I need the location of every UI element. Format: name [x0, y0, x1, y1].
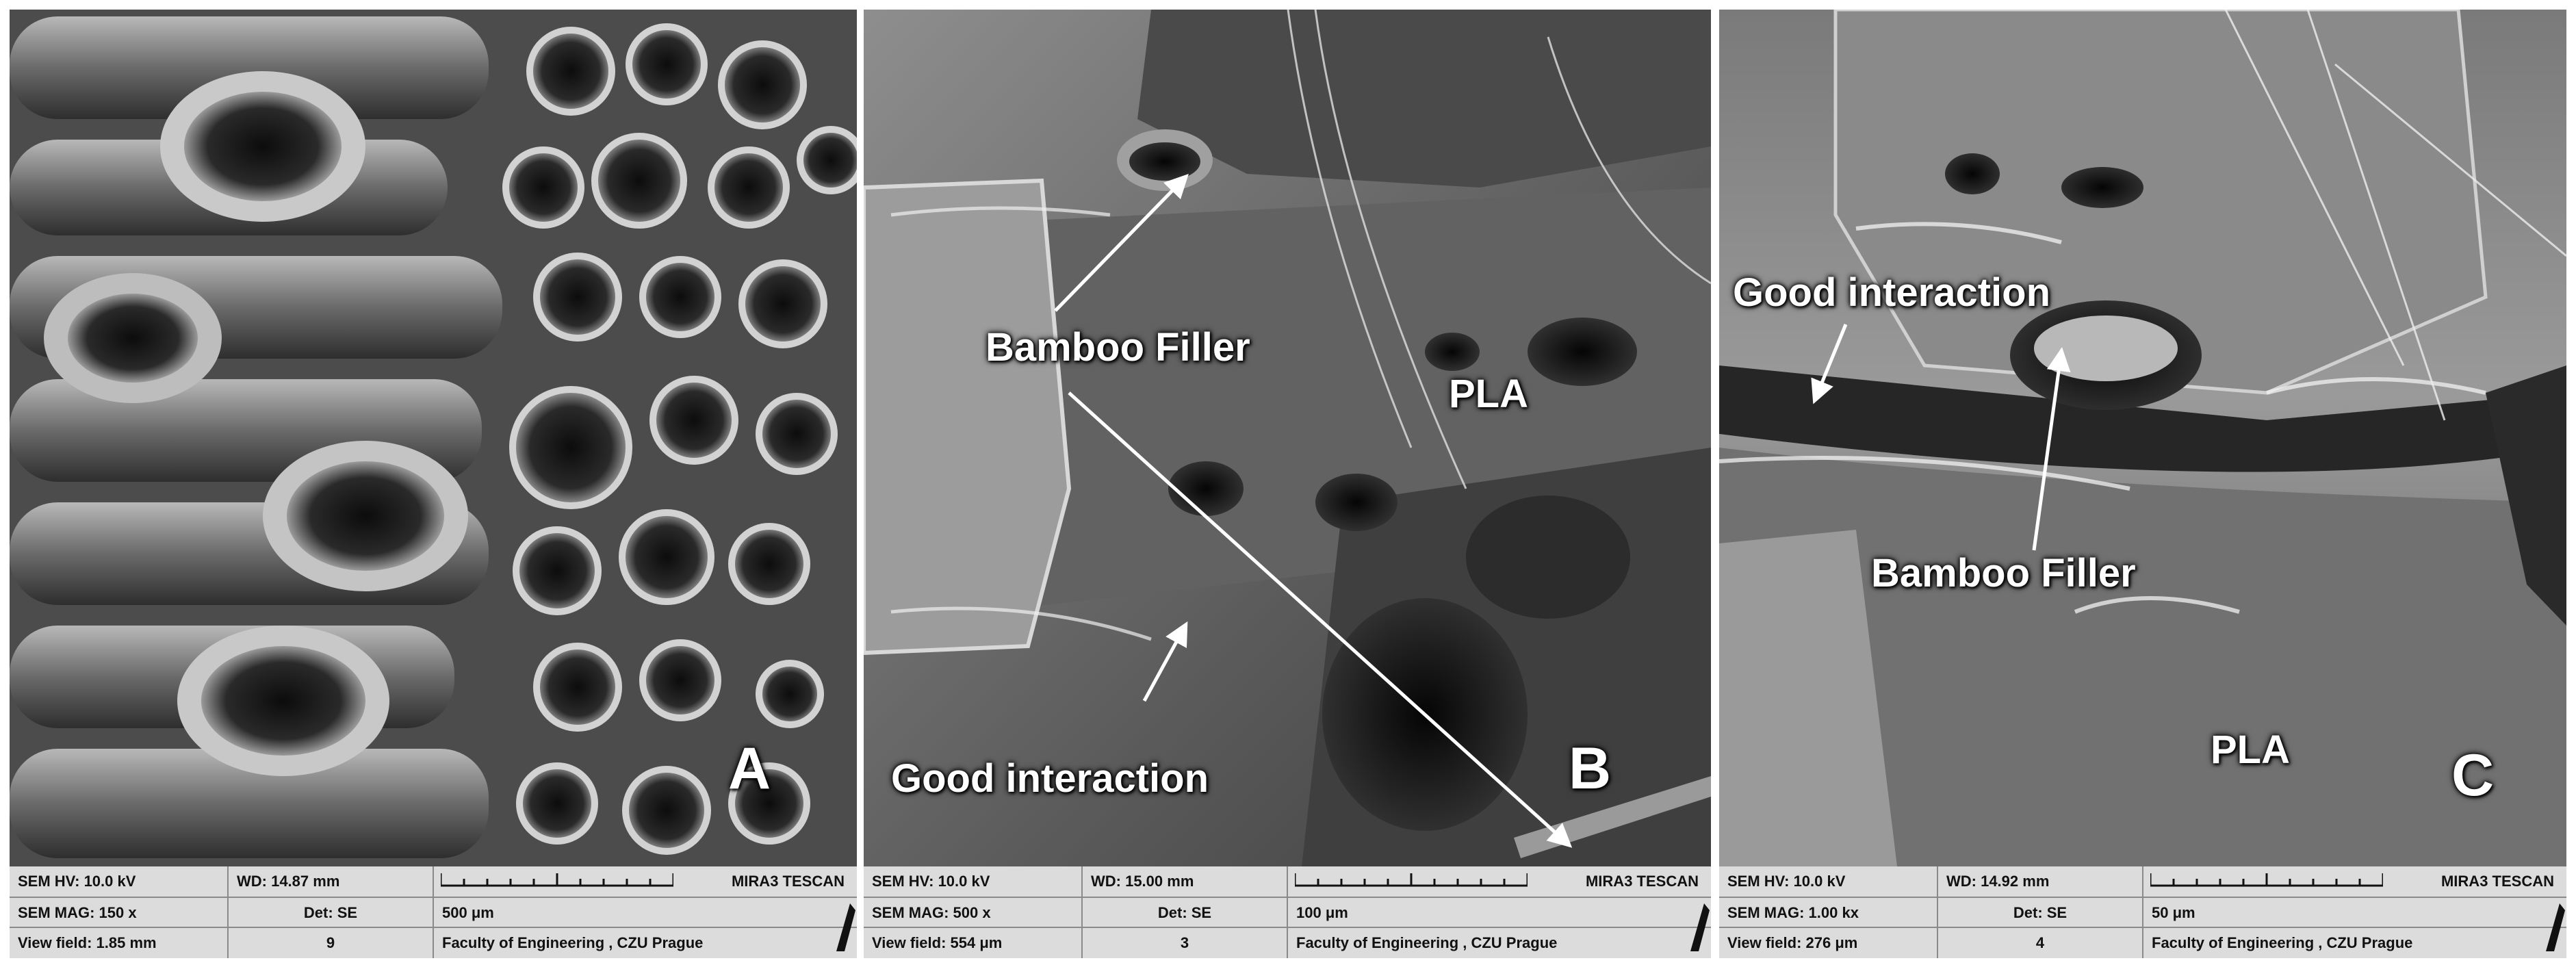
- faculty-credit: Faculty of Engineering , CZU Prague: [2152, 934, 2413, 951]
- wd-value: WD: 14.87 mm: [229, 866, 434, 897]
- image-number: 4: [1938, 928, 2143, 958]
- sem-info-bar-a: SEM HV: 10.0 kV WD: 14.87 mm MIRA3 TESCA…: [10, 866, 857, 958]
- tescan-logo-icon: [2546, 903, 2565, 951]
- panel-letter-b: B: [1569, 736, 1612, 801]
- faculty-credit: Faculty of Engineering , CZU Prague: [1296, 934, 1558, 951]
- view-field-value: View field: 1.85 mm: [10, 928, 229, 958]
- sem-info-bar-b: SEM HV: 10.0 kV WD: 15.00 mm MIRA3 TESCA…: [864, 866, 1711, 958]
- hv-value: SEM HV: 10.0 kV: [864, 866, 1083, 897]
- scale-bar: [441, 873, 673, 887]
- label-bamboo-filler-b: Bamboo Filler: [986, 325, 1250, 370]
- sem-image-b: [864, 10, 1711, 866]
- scale-bar: [1295, 873, 1528, 887]
- image-number: 9: [229, 928, 434, 958]
- wd-value: WD: 15.00 mm: [1083, 866, 1288, 897]
- hv-value: SEM HV: 10.0 kV: [10, 866, 229, 897]
- scale-bar: [2150, 873, 2383, 887]
- label-good-interaction-b: Good interaction: [891, 756, 1209, 801]
- sem-panel-a: A SEM HV: 10.0 kV WD: 14.87 mm MIRA3 TES…: [10, 10, 857, 958]
- mag-value: SEM MAG: 500 x: [864, 898, 1083, 928]
- view-field-value: View field: 554 μm: [864, 928, 1083, 958]
- mag-value: SEM MAG: 1.00 kx: [1719, 898, 1938, 928]
- detector-value: Det: SE: [1938, 898, 2143, 928]
- sem-image-a: [10, 10, 857, 866]
- image-number: 3: [1083, 928, 1288, 958]
- label-good-interaction-c: Good interaction: [1733, 270, 2050, 315]
- detector-value: Det: SE: [1083, 898, 1288, 928]
- label-pla-b: PLA: [1449, 372, 1528, 416]
- instrument-brand: MIRA3 TESCAN: [731, 873, 845, 890]
- tescan-logo-icon: [1690, 903, 1710, 951]
- instrument-brand: MIRA3 TESCAN: [1585, 873, 1699, 890]
- sem-panel-c: Good interaction Bamboo Filler PLA C SEM…: [1719, 10, 2566, 958]
- sem-panel-b: Bamboo Filler PLA Good interaction B SEM…: [864, 10, 1711, 958]
- sem-image-c: [1719, 10, 2566, 866]
- view-field-value: View field: 276 μm: [1719, 928, 1938, 958]
- label-bamboo-filler-c: Bamboo Filler: [1871, 551, 2136, 595]
- faculty-credit: Faculty of Engineering , CZU Prague: [442, 934, 704, 951]
- panel-letter-c: C: [2451, 743, 2495, 808]
- sem-info-bar-c: SEM HV: 10.0 kV WD: 14.92 mm MIRA3 TESCA…: [1719, 866, 2566, 958]
- wd-value: WD: 14.92 mm: [1938, 866, 2143, 897]
- label-pla-c: PLA: [2211, 728, 2290, 772]
- tescan-logo-icon: [836, 903, 855, 951]
- detector-value: Det: SE: [229, 898, 434, 928]
- mag-value: SEM MAG: 150 x: [10, 898, 229, 928]
- scale-label: 50 μm: [2152, 904, 2195, 921]
- scale-label: 100 μm: [1296, 904, 1348, 921]
- instrument-brand: MIRA3 TESCAN: [2440, 873, 2554, 890]
- hv-value: SEM HV: 10.0 kV: [1719, 866, 1938, 897]
- scale-label: 500 μm: [442, 904, 494, 921]
- panel-letter-a: A: [728, 736, 771, 801]
